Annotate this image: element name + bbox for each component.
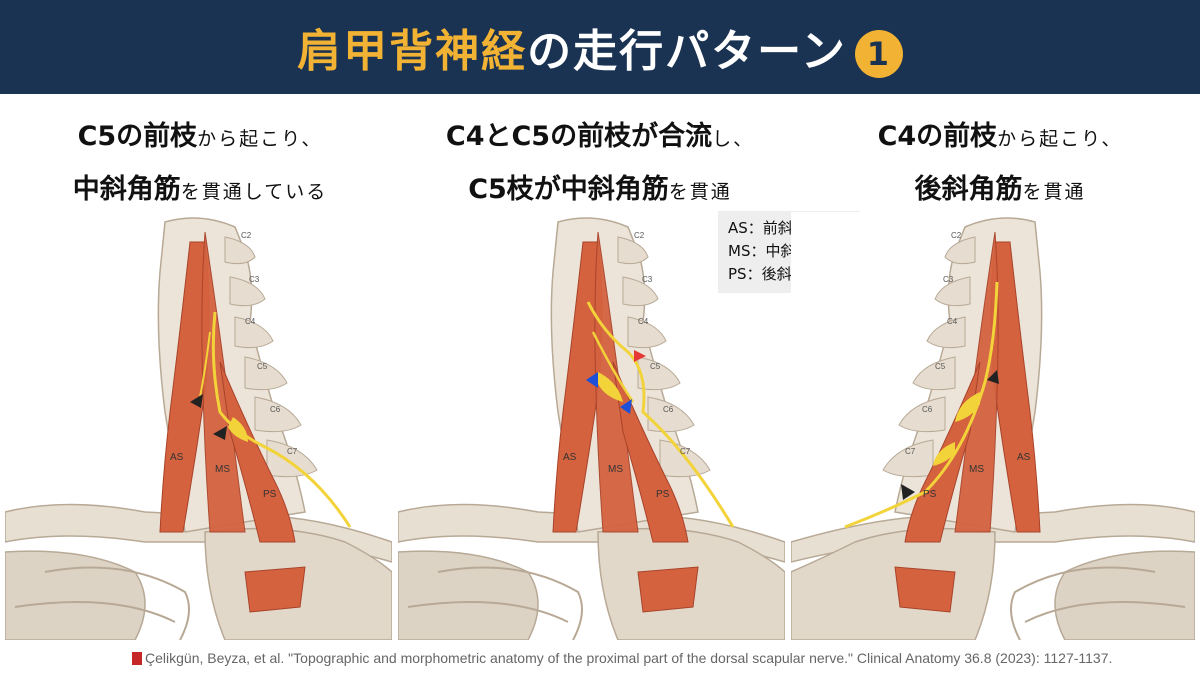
label-c3: C3	[943, 275, 954, 284]
caption-1-line2-bold: 中斜角筋	[72, 174, 181, 205]
caption-panel-3: C4の前枝から起こり、 後斜角筋を貫通	[800, 112, 1200, 218]
anatomy-illustration-1: C2 C3 C4 C5 C6 C7 AS MS PS	[5, 212, 392, 640]
caption-3-line2-bold: 後斜角筋	[914, 174, 1023, 205]
caption-panel-2: C4とC5の前枝が合流し、 C5枝が中斜角筋を貫通	[400, 112, 800, 218]
title-number-badge: 1	[854, 30, 903, 78]
label-c3: C3	[642, 275, 653, 284]
caption-1-line1-bold: C5の前枝	[77, 121, 198, 152]
label-c6: C6	[270, 405, 281, 414]
caption-2-line1-bold: C4とC5の前枝が合流	[445, 121, 713, 152]
label-c5: C5	[257, 362, 268, 371]
label-c3: C3	[249, 275, 260, 284]
book-icon	[132, 652, 142, 665]
caption-1-line1-small: から起こり、	[197, 128, 323, 150]
caption-1-line2-small: を貫通している	[180, 181, 328, 203]
citation-text: Çelikgün, Beyza, et al. "Topographic and…	[145, 650, 1113, 666]
label-c2: C2	[951, 231, 962, 240]
caption-panel-1: C5の前枝から起こり、 中斜角筋を貫通している	[0, 112, 400, 218]
label-c6: C6	[922, 405, 933, 414]
label-c4: C4	[638, 317, 649, 326]
caption-3-line2-small: を貫通	[1022, 181, 1086, 203]
anatomy-panel-2: C2 C3 C4 C5 C6 C7 AS MS PS	[398, 212, 785, 640]
label-c5: C5	[650, 362, 661, 371]
caption-3-line1-small: から起こり、	[997, 128, 1123, 150]
label-c4: C4	[245, 317, 256, 326]
label-ms: MS	[215, 464, 230, 475]
label-ps: PS	[923, 489, 937, 500]
label-c7: C7	[680, 447, 691, 456]
label-c7: C7	[905, 447, 916, 456]
label-ps: PS	[656, 489, 670, 500]
label-as: AS	[563, 452, 577, 463]
label-as: AS	[170, 452, 184, 463]
label-c4: C4	[947, 317, 958, 326]
label-ms: MS	[608, 464, 623, 475]
title-rest: の走行パターン	[527, 26, 847, 77]
label-c7: C7	[287, 447, 298, 456]
label-ms: MS	[969, 464, 984, 475]
caption-3-line1-bold: C4の前枝	[877, 121, 998, 152]
caption-2-line2-small: を貫通	[668, 181, 732, 203]
label-c2: C2	[634, 231, 645, 240]
label-as: AS	[1017, 452, 1031, 463]
anatomy-panel-3: C2 C3 C4 C5 C6 C7 AS MS PS	[791, 212, 1195, 640]
caption-2-line1-small: し、	[712, 128, 755, 150]
title-highlight: 肩甲背神経	[297, 26, 528, 77]
label-c2: C2	[241, 231, 252, 240]
label-c5: C5	[935, 362, 946, 371]
citation: Çelikgün, Beyza, et al. "Topographic and…	[132, 650, 1112, 666]
anatomy-illustration-2: C2 C3 C4 C5 C6 C7 AS MS PS	[398, 212, 785, 640]
anatomy-illustration-3: C2 C3 C4 C5 C6 C7 AS MS PS	[791, 212, 1195, 640]
anatomy-panel-1: C2 C3 C4 C5 C6 C7 AS MS PS	[5, 212, 392, 640]
label-c6: C6	[663, 405, 674, 414]
caption-2-line2-bold: C5枝が中斜角筋	[468, 174, 669, 205]
label-ps: PS	[263, 489, 277, 500]
